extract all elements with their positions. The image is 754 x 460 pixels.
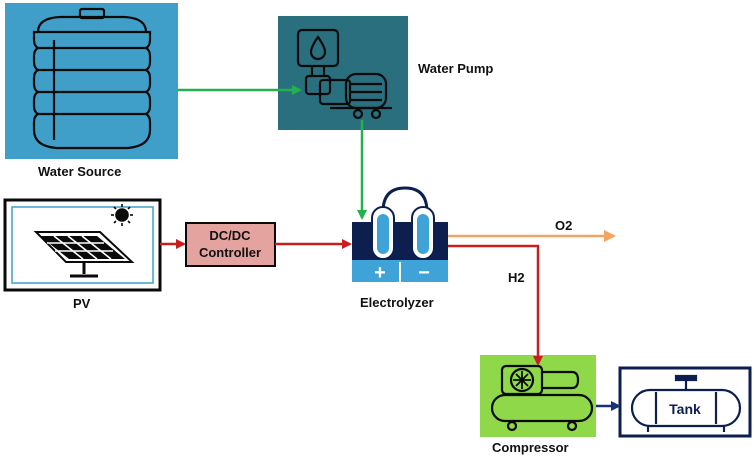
dcdc-label-line2: Controller [199,245,261,260]
compressor-label: Compressor [492,440,569,455]
h2-flow-arrow [448,244,543,366]
compressor-icon [490,364,594,432]
tank-block [618,366,752,438]
pv-block [3,198,162,292]
water-source-block [5,3,178,159]
pv-label: PV [73,296,91,311]
water-pump-block [278,16,408,130]
sun-icon [111,204,133,226]
pressure-tank-icon [630,374,742,432]
minus-terminal-label: − [418,262,430,284]
electrode-left-icon [371,206,395,260]
tank-label: Tank [669,401,701,417]
plus-terminal-label: + [374,262,386,284]
h2-label: H2 [508,270,525,285]
compressor-block [480,355,596,437]
dcdc-label-line1: DC/DC [209,228,251,243]
water-tank-icon [32,7,152,150]
electrolyzer-label: Electrolyzer [360,295,434,310]
water-pump-label: Water Pump [418,61,494,76]
solar-panel-icon [33,231,135,278]
pump-icon [296,28,392,120]
o2-label: O2 [555,218,573,233]
electrode-right-icon [411,206,435,260]
water-source-label: Water Source [38,164,122,179]
electrolyzer-block [352,186,448,282]
